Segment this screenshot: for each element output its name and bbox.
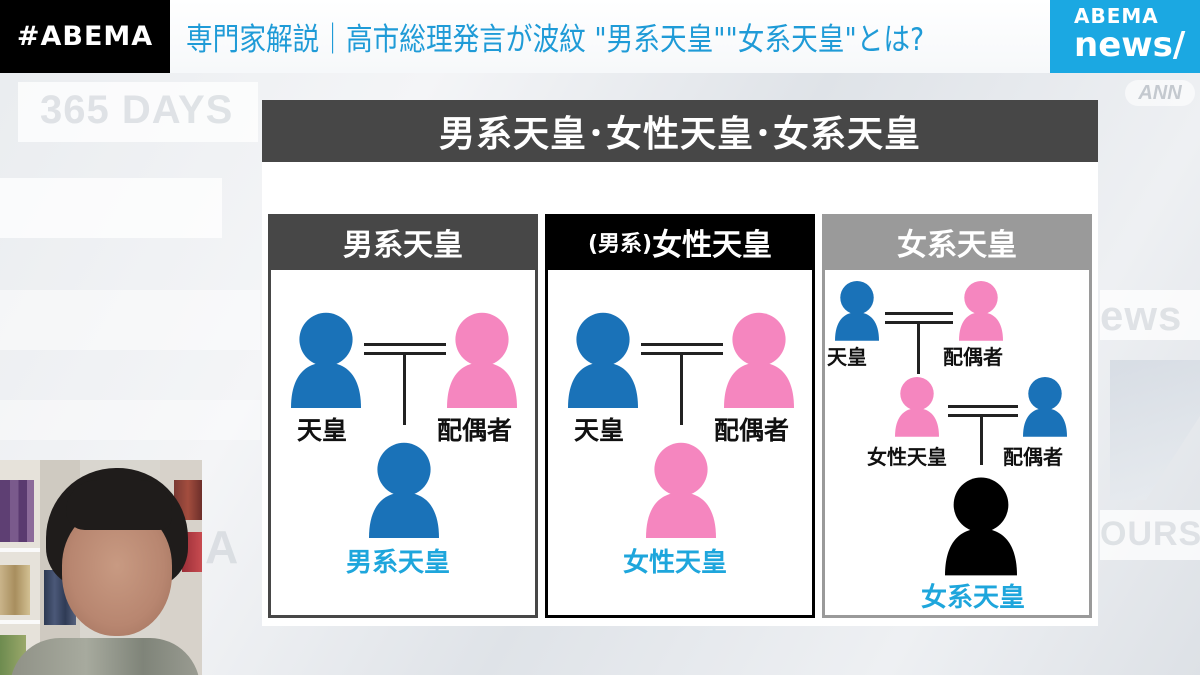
expert-fringe (66, 480, 172, 530)
studio-slash-decoration (1110, 360, 1200, 500)
marriage-line (885, 321, 953, 324)
label-emperor: 天皇 (297, 416, 348, 445)
column-heading: 男系天皇 (268, 214, 538, 270)
label-emperor: 天皇 (827, 345, 867, 369)
studio-backdrop-text: ews (1100, 292, 1183, 339)
marriage-line (885, 312, 953, 315)
person-spouse-icon (1023, 375, 1067, 437)
studio-backdrop-panel (18, 82, 258, 142)
column-female-emperor: (男系) 女性天皇 天皇 配偶者 女性天皇 (545, 214, 815, 618)
studio-backdrop-panel (0, 178, 222, 238)
ann-network-badge: ANN (1125, 80, 1195, 106)
column-heading-text: 女性天皇 (652, 228, 773, 263)
studio-backdrop-text: A (205, 521, 240, 573)
marriage-line (948, 414, 1018, 417)
expert-video-inset (0, 460, 202, 675)
marriage-line (948, 405, 1018, 408)
column-heading: 女系天皇 (822, 214, 1092, 270)
person-emperor-icon (568, 309, 638, 409)
person-emperor-icon (835, 279, 879, 341)
descent-line (680, 355, 683, 425)
label-child-male-line-emperor: 男系天皇 (346, 548, 451, 578)
column-heading-text: 女系天皇 (897, 228, 1017, 263)
person-child-icon (945, 473, 1017, 577)
studio-backdrop-panel (0, 400, 260, 440)
descent-line (403, 355, 406, 425)
expert-shirt (10, 638, 200, 675)
studio-backdrop-text: OURS (1100, 515, 1200, 553)
person-spouse-icon (724, 309, 794, 409)
studio-backdrop-panel (1100, 510, 1200, 560)
person-child-icon (369, 439, 439, 539)
person-spouse-icon (959, 279, 1003, 341)
label-female-emperor: 女性天皇 (867, 445, 947, 469)
studio-backdrop-panel (0, 290, 260, 350)
person-child-icon (646, 439, 716, 539)
column-heading-prefix: (男系) (587, 232, 653, 257)
board-title: 男系天皇･女性天皇･女系天皇 (262, 100, 1098, 162)
label-child-female-emperor: 女性天皇 (623, 548, 728, 578)
column-female-line-emperor: 女系天皇 天皇 配偶者 女性天皇 配偶者 女系天皇 (822, 214, 1092, 618)
logo-line-2: news/ (1074, 25, 1186, 65)
label-spouse: 配偶者 (437, 416, 513, 445)
abema-news-logo: ABEMA news/ (1050, 0, 1200, 73)
person-spouse-icon (447, 309, 517, 409)
bookshelf (0, 460, 45, 675)
label-emperor: 天皇 (574, 416, 625, 445)
column-heading: (男系) 女性天皇 (545, 214, 815, 270)
broadcast-header: #ABEMA 専門家解説｜高市総理発言が波紋 "男系天皇""女系天皇"とは? A… (0, 0, 1200, 73)
marriage-line (364, 352, 446, 355)
headline-caption: 専門家解説｜高市総理発言が波紋 "男系天皇""女系天皇"とは? (186, 22, 925, 58)
descent-line (980, 417, 983, 465)
studio-backdrop-panel (1100, 290, 1200, 340)
label-child-female-line-emperor: 女系天皇 (921, 583, 1026, 613)
label-spouse: 配偶者 (1003, 445, 1063, 469)
studio-backdrop-text: 365 DAYS (40, 88, 234, 132)
label-spouse: 配偶者 (714, 416, 790, 445)
marriage-line (641, 343, 723, 346)
logo-line-1: ABEMA (1074, 4, 1159, 28)
diagram-board: 男系天皇･女性天皇･女系天皇 男系天皇 天皇 配偶者 男系天皇 (男系) 女性天… (262, 100, 1098, 626)
person-emperor-icon (291, 309, 361, 409)
marriage-line (364, 343, 446, 346)
marriage-line (641, 352, 723, 355)
label-spouse: 配偶者 (943, 345, 1003, 369)
descent-line (917, 324, 920, 374)
column-heading-text: 男系天皇 (343, 228, 463, 263)
channel-hashtag: #ABEMA (0, 0, 170, 73)
person-female-emperor-icon (895, 375, 939, 437)
column-male-line-emperor: 男系天皇 天皇 配偶者 男系天皇 (268, 214, 538, 618)
